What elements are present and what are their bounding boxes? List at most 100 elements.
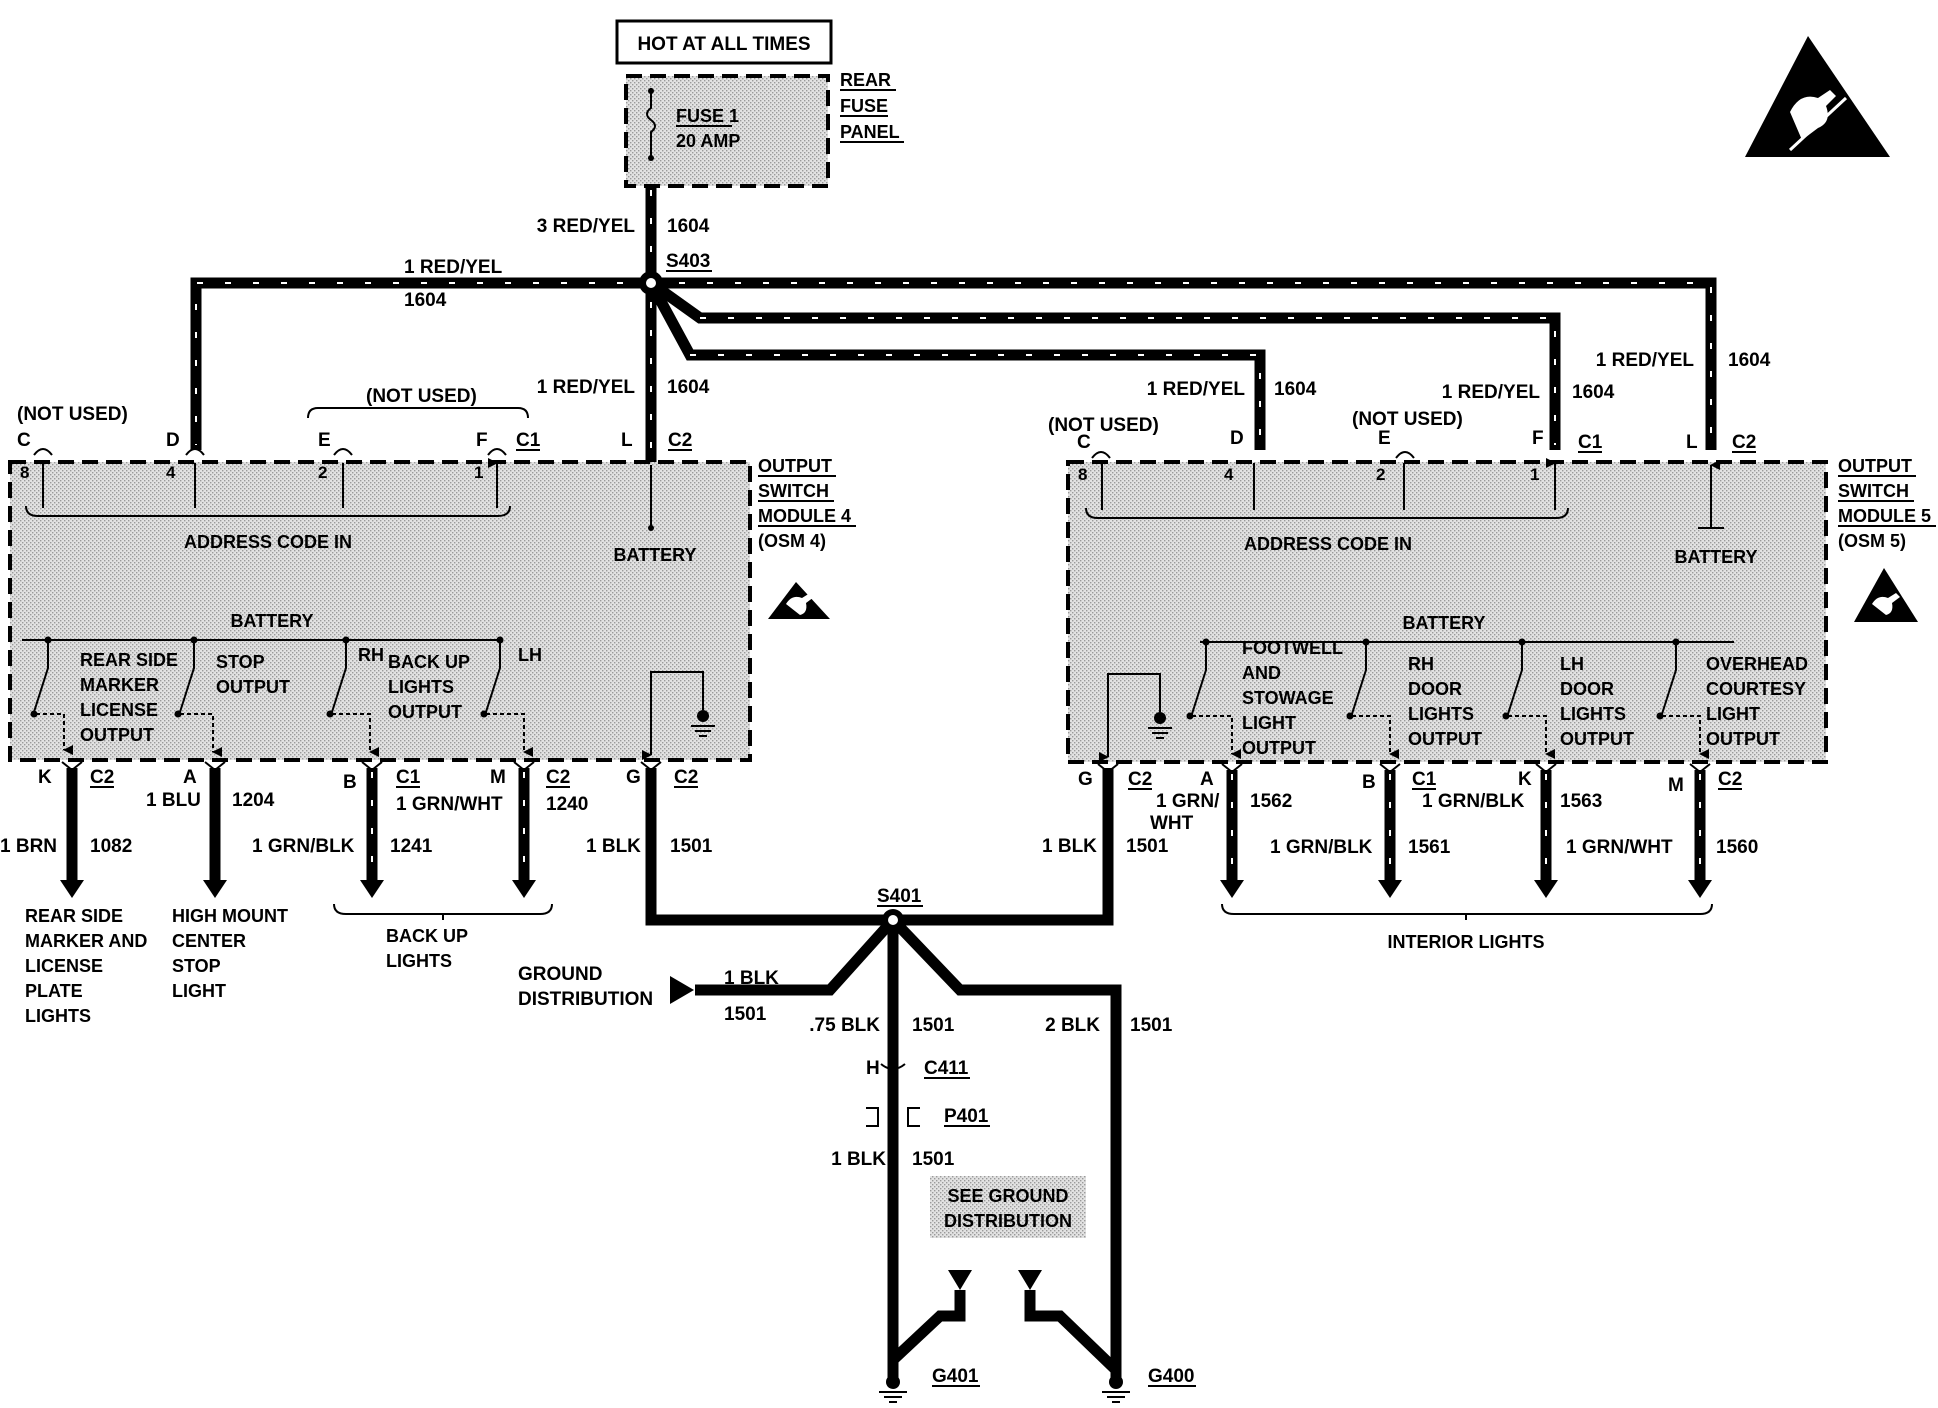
svg-text:1 GRN/BLK: 1 GRN/BLK — [1270, 837, 1373, 858]
svg-text:1241: 1241 — [390, 836, 433, 857]
svg-text:STOP: STOP — [216, 652, 265, 672]
ground-2-circuit: 1501 — [1130, 1015, 1173, 1036]
svg-text:LIGHTS: LIGHTS — [25, 1006, 91, 1026]
svg-text:LIGHTS: LIGHTS — [388, 677, 454, 697]
svg-text:1 GRN/BLK: 1 GRN/BLK — [1422, 791, 1525, 812]
rear-fuse-panel: FUSE 1 20 AMP REAR FUSE PANEL — [624, 70, 904, 188]
high-mount-stop-light-label: HIGH MOUNT CENTER STOP LIGHT — [172, 906, 288, 1001]
svg-text:RH: RH — [1408, 654, 1434, 674]
svg-text:WHT: WHT — [1150, 813, 1194, 834]
svg-text:LH: LH — [1560, 654, 1584, 674]
svg-text:C1: C1 — [1412, 769, 1437, 790]
svg-text:LICENSE: LICENSE — [25, 956, 103, 976]
osm4-conn-c1: C1 — [516, 430, 541, 451]
osm4-rh-label: RH — [358, 645, 384, 665]
svg-text:M: M — [1668, 775, 1684, 796]
svg-text:A: A — [183, 767, 197, 788]
svg-text:1 BLK: 1 BLK — [586, 836, 641, 857]
svg-text:1561: 1561 — [1408, 837, 1451, 858]
svg-text:1501: 1501 — [670, 836, 713, 857]
svg-text:1204: 1204 — [232, 790, 275, 811]
svg-text:C1: C1 — [396, 767, 421, 788]
osm5-pin-e: E — [1378, 428, 1391, 449]
svg-text:PLATE: PLATE — [25, 981, 83, 1001]
svg-text:G: G — [1078, 769, 1093, 790]
esd-warning-icon — [1745, 36, 1890, 157]
svg-text:1501: 1501 — [1126, 836, 1169, 857]
esd-warning-icon — [1854, 568, 1918, 622]
svg-text:1 BRN: 1 BRN — [0, 836, 57, 857]
ground-1-wire: 1 BLK — [831, 1149, 886, 1170]
svg-text:B: B — [1362, 772, 1376, 793]
svg-text:1 GRN/: 1 GRN/ — [1156, 791, 1220, 812]
osm4-addr-4: 4 — [166, 463, 176, 482]
svg-text:SWITCH: SWITCH — [1838, 481, 1909, 501]
wire-osm5-d-color: 1 RED/YEL — [1147, 379, 1246, 400]
svg-text:1 BLU: 1 BLU — [146, 790, 201, 811]
panel-label-2: FUSE — [840, 96, 888, 116]
wire-osm5-l-color: 1 RED/YEL — [1596, 350, 1695, 371]
output-switch-module-4: (NOT USED) (NOT USED) C D E F C1 L C2 8 … — [8, 386, 752, 762]
esd-warning-icon — [768, 582, 830, 619]
osm4-output-wiring — [60, 761, 662, 898]
svg-text:G: G — [626, 767, 641, 788]
hot-label: HOT AT ALL TIMES — [637, 34, 810, 55]
osm5-addr-4: 4 — [1224, 465, 1234, 484]
svg-text:1560: 1560 — [1716, 837, 1758, 858]
svg-text:OUTPUT: OUTPUT — [1838, 456, 1912, 476]
svg-text:MARKER AND: MARKER AND — [25, 931, 147, 951]
osm4-loads: REAR SIDE MARKER AND LICENSE PLATE LIGHT… — [25, 903, 553, 1026]
fuse-rating: 20 AMP — [676, 131, 740, 151]
osm4-not-used-c: (NOT USED) — [17, 404, 128, 425]
conn-p401: P401 — [944, 1106, 989, 1127]
svg-text:C2: C2 — [546, 767, 570, 788]
osm5-not-used-e: (NOT USED) — [1352, 409, 1463, 430]
ground-dist-circuit: 1501 — [724, 1004, 767, 1025]
svg-text:C2: C2 — [1718, 769, 1742, 790]
wire-osm4-l-color: 1 RED/YEL — [537, 377, 636, 398]
splice-s403: S403 — [666, 251, 710, 272]
svg-text:DOOR: DOOR — [1560, 679, 1614, 699]
ground-g401: G401 — [932, 1366, 979, 1387]
svg-text:LIGHTS: LIGHTS — [386, 951, 452, 971]
svg-text:1 GRN/BLK: 1 GRN/BLK — [252, 836, 355, 857]
svg-text:OVERHEAD: OVERHEAD — [1706, 654, 1808, 674]
rear-side-marker-lights-label: REAR SIDE MARKER AND LICENSE PLATE LIGHT… — [25, 906, 147, 1026]
ground-dist-wire: 1 BLK — [724, 968, 779, 989]
svg-text:LICENSE: LICENSE — [80, 700, 158, 720]
wiring-1604 — [190, 186, 1717, 465]
ground-2-wire: 2 BLK — [1045, 1015, 1100, 1036]
conn-c411: C411 — [924, 1058, 969, 1079]
hot-at-all-times-box: HOT AT ALL TIMES — [615, 19, 833, 65]
osm4-lh-label: LH — [518, 645, 542, 665]
osm5-battery: BATTERY — [1675, 547, 1758, 567]
svg-text:(OSM 4): (OSM 4) — [758, 531, 826, 551]
svg-text:LIGHT: LIGHT — [1706, 704, 1760, 724]
svg-text:C2: C2 — [1128, 769, 1152, 790]
osm5-address-code: ADDRESS CODE IN — [1244, 534, 1412, 554]
panel-label-3: PANEL — [840, 122, 900, 142]
osm5-addr-1: 1 — [1530, 465, 1539, 484]
osm4-pin-f: F — [476, 430, 488, 451]
ground-symbol-icon — [1102, 1375, 1130, 1403]
osm5-not-used-c: (NOT USED) — [1048, 415, 1159, 436]
ground-dist-1: GROUND — [518, 964, 602, 985]
backup-lights-label: BACK UP LIGHTS — [386, 926, 468, 971]
osm5-pin-c: C — [1077, 432, 1091, 453]
osm5-name: OUTPUT SWITCH MODULE 5 (OSM 5) — [1838, 456, 1936, 551]
osm5-battery-bus: BATTERY — [1403, 613, 1486, 633]
svg-text:1240: 1240 — [546, 794, 588, 815]
svg-text:REAR SIDE: REAR SIDE — [25, 906, 123, 926]
svg-text:STOWAGE: STOWAGE — [1242, 688, 1334, 708]
osm5-wire-labels: 1 BLK 1501 1 GRN/ WHT 1562 1 GRN/BLK 156… — [1042, 791, 1758, 858]
osm4-backup-output-label: BACK UP LIGHTS OUTPUT — [388, 652, 470, 722]
svg-text:1563: 1563 — [1560, 791, 1602, 812]
osm5-pin-f: F — [1532, 428, 1544, 449]
interior-lights-label: INTERIOR LIGHTS — [1388, 932, 1545, 952]
osm5-rh-door-output-label: RH DOOR LIGHTS OUTPUT — [1408, 654, 1482, 749]
conn-h: H — [866, 1058, 880, 1079]
feed-circuit-label: 1604 — [667, 216, 710, 237]
fuse-name: FUSE 1 — [676, 106, 739, 126]
svg-text:C2: C2 — [674, 767, 698, 788]
